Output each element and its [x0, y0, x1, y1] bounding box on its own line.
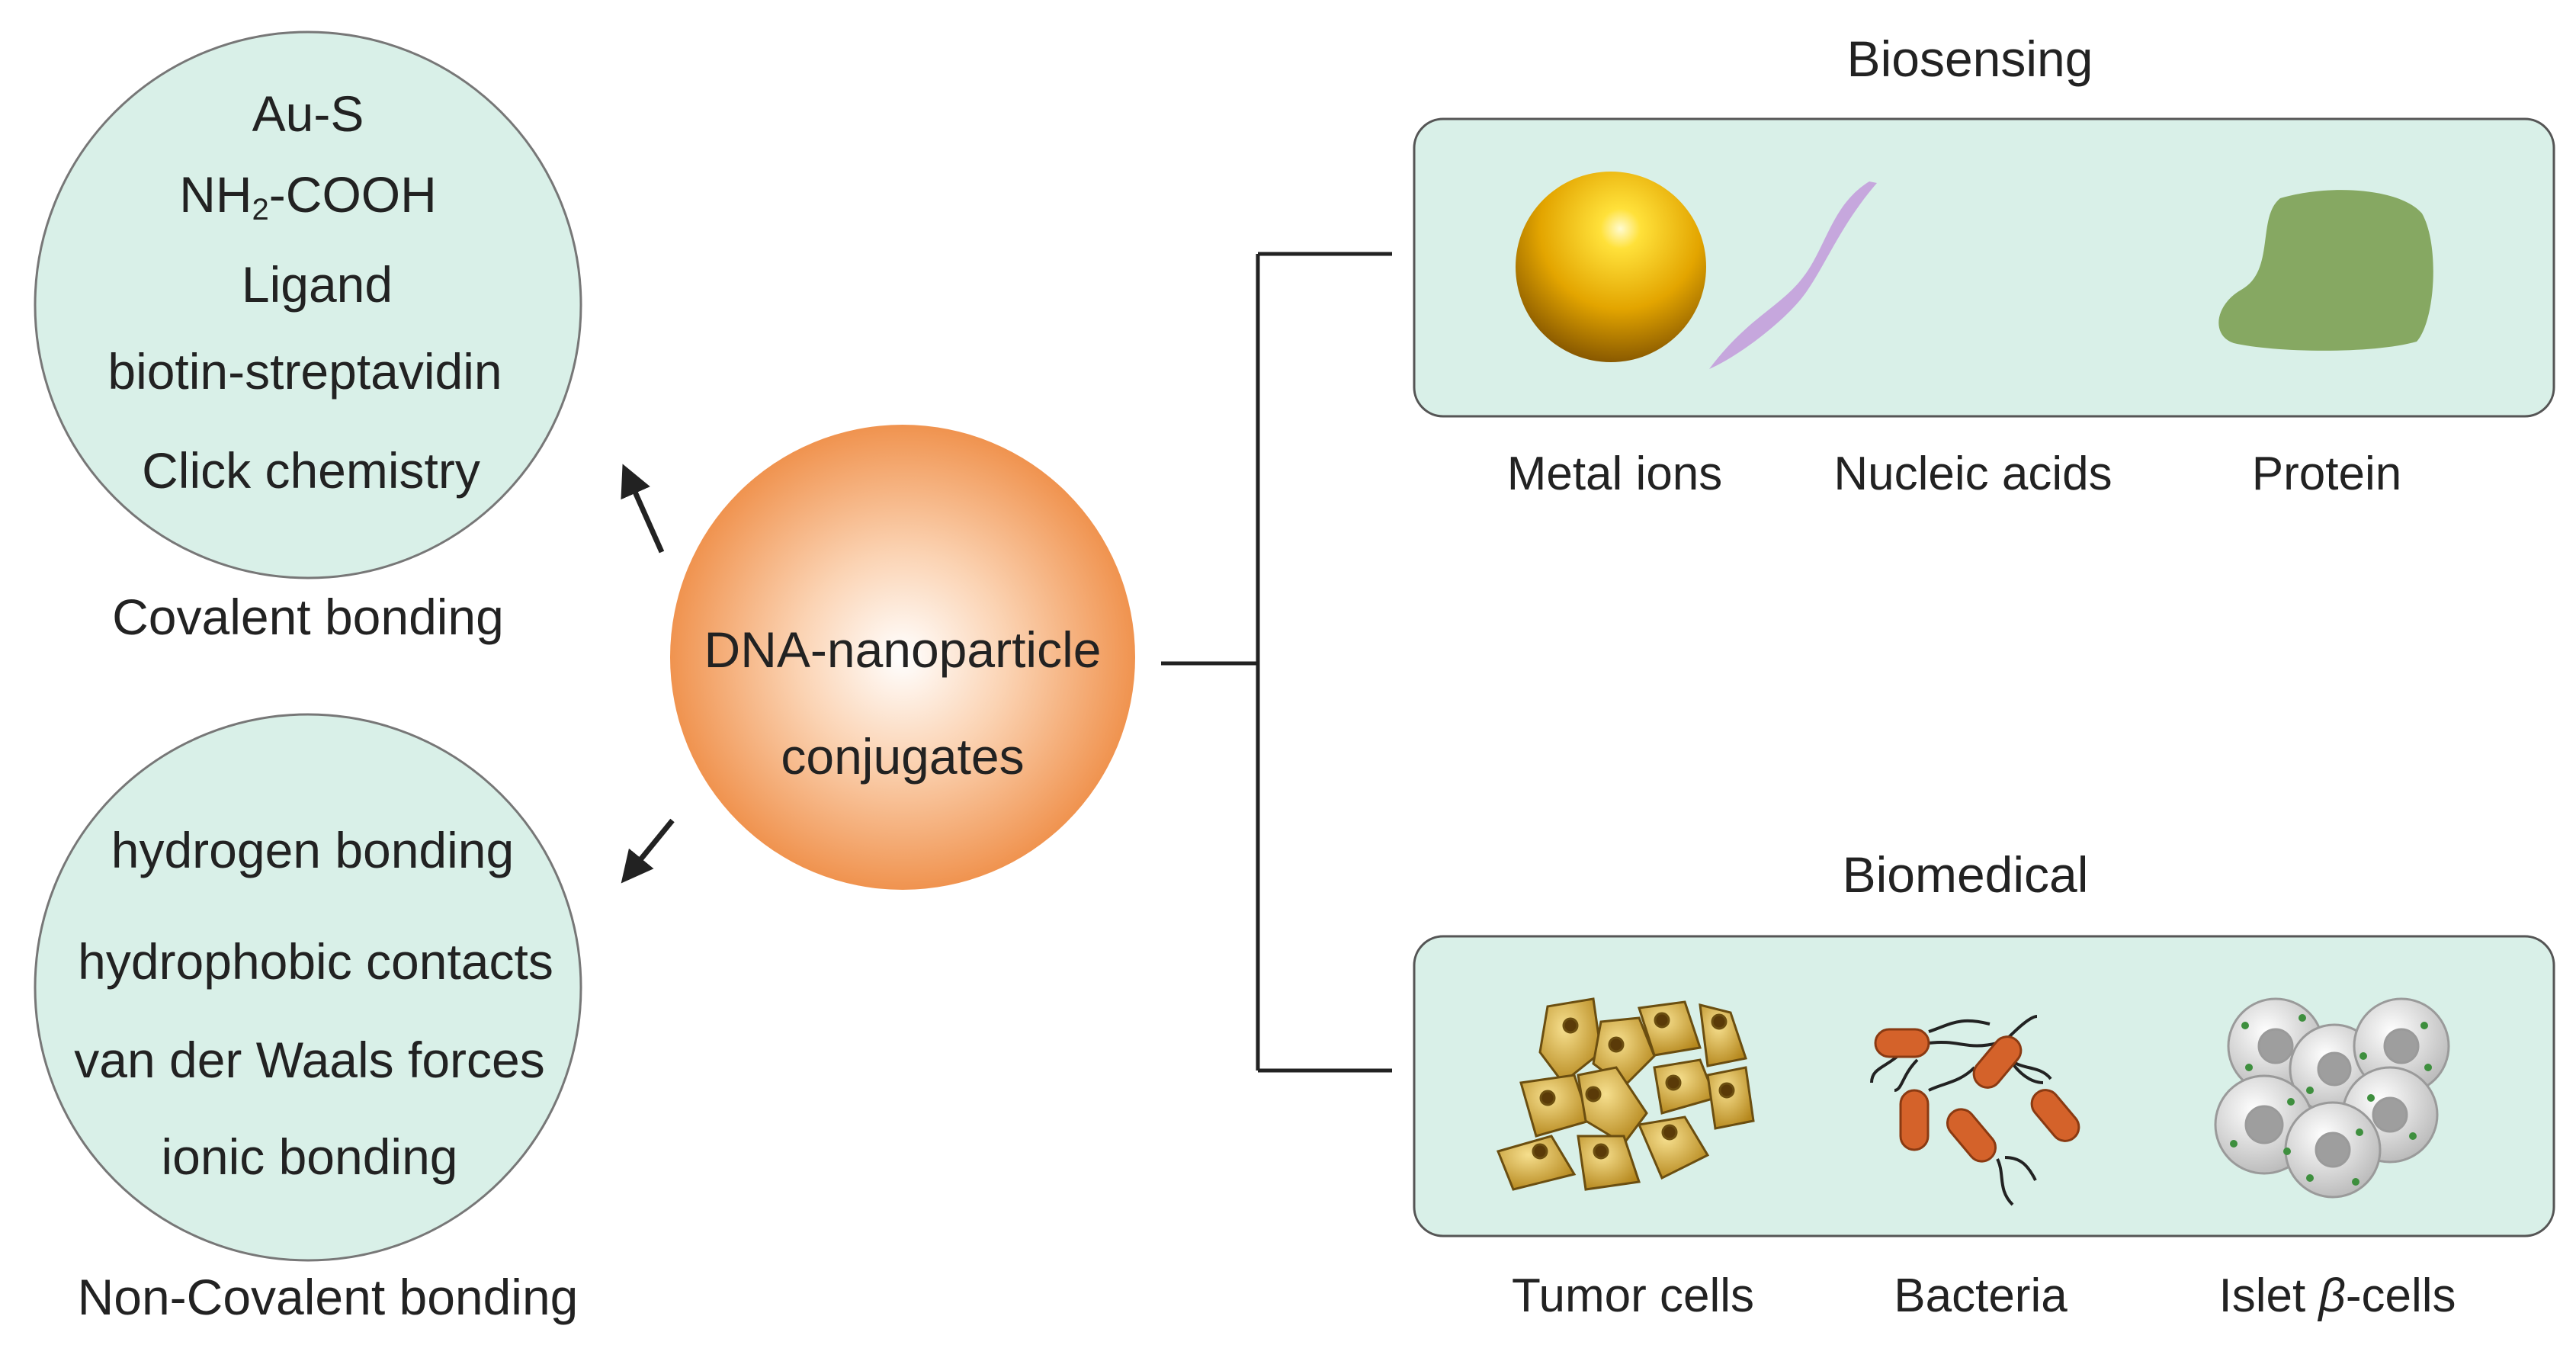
islet-label-suffix: -cells	[2346, 1270, 2456, 1322]
bracket-connector	[1161, 252, 1392, 1073]
center-circle	[670, 425, 1135, 890]
protein-blob-icon	[2218, 190, 2433, 351]
arrow-to-covalent	[621, 464, 665, 554]
islet-label-beta: β	[2317, 1270, 2345, 1322]
biomedical-label-bacteria: Bacteria	[1894, 1270, 2068, 1322]
covalent-subscript-2: 2	[252, 193, 269, 226]
covalent-item-nh2-cooh: NH2-COOH	[179, 166, 437, 226]
covalent-item-ligand: Ligand	[242, 256, 393, 313]
covalent-nh: NH	[179, 166, 252, 223]
covalent-bonding-group: Au-S NH2-COOH Ligand biotin-streptavidin…	[34, 30, 582, 645]
nucleic-acid-strand-icon	[1709, 181, 1877, 369]
noncovalent-item-vdw: van der Waals forces	[74, 1032, 544, 1088]
covalent-cooh: -COOH	[269, 166, 437, 223]
biomedical-label-islet-cells: Islet β-cells	[2218, 1270, 2456, 1322]
center-node: DNA-nanoparticle conjugates	[670, 425, 1135, 890]
biosensing-panel: Biosensing Metal ions Nucleic acids Prot…	[1413, 30, 2555, 500]
biomedical-title: Biomedical	[1843, 846, 2089, 903]
covalent-bonding-label: Covalent bonding	[112, 589, 504, 645]
gold-sphere-icon	[1516, 172, 1706, 362]
biomedical-label-tumor-cells: Tumor cells	[1512, 1270, 1754, 1322]
islet-cells-icon	[2214, 997, 2450, 1199]
noncovalent-circle	[34, 713, 582, 1262]
biosensing-label-nucleic-acids: Nucleic acids	[1833, 448, 2112, 500]
covalent-item-click: Click chemistry	[142, 442, 480, 499]
noncovalent-item-hydrophobic: hydrophobic contacts	[78, 933, 553, 990]
biomedical-panel: Biomedical	[1413, 846, 2555, 1322]
noncovalent-bonding-label: Non-Covalent bonding	[78, 1269, 579, 1325]
bacteria-icon	[1870, 1015, 2080, 1206]
islet-label-prefix: Islet	[2218, 1270, 2318, 1322]
biosensing-label-protein: Protein	[2252, 448, 2401, 500]
covalent-item-au-s: Au-S	[252, 85, 364, 142]
biosensing-title: Biosensing	[1847, 30, 2093, 87]
center-label-line2: conjugates	[781, 728, 1024, 785]
covalent-circle	[34, 30, 582, 579]
covalent-item-biotin: biotin-streptavidin	[107, 343, 502, 400]
arrow-to-noncovalent	[621, 818, 675, 884]
noncovalent-bonding-group: hydrogen bonding hydrophobic contacts va…	[34, 713, 582, 1325]
noncovalent-item-hydrogen: hydrogen bonding	[111, 822, 514, 878]
biosensing-label-metal-ions: Metal ions	[1507, 448, 1723, 500]
center-label-line1: DNA-nanoparticle	[704, 621, 1102, 678]
noncovalent-item-ionic: ionic bonding	[162, 1128, 458, 1185]
tumor-cells-icon	[1496, 997, 1755, 1191]
